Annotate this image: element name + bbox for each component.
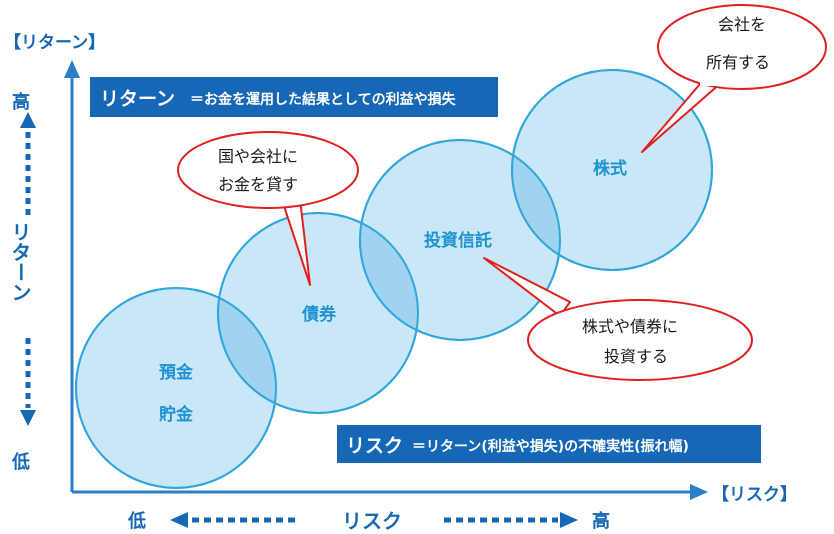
bubble-stocks-line1: 会社を (718, 15, 766, 34)
asset-stocks: 株式 (593, 158, 627, 179)
bubble-bonds-body (177, 131, 359, 209)
asset-bonds: 債券 (301, 304, 337, 325)
outline-stocks (511, 69, 713, 271)
high-label-vertical: 高 (12, 91, 30, 113)
risk-box-definition: ＝リターン(利益や損失)の不確実性(振れ幅) (412, 438, 689, 455)
asset-deposits-line1: 預金 (159, 362, 194, 383)
y-axis-arrowhead (64, 60, 80, 78)
low-label-vertical: 低 (11, 451, 30, 473)
high-label-horizontal: 高 (592, 510, 610, 532)
risk-box-bg (337, 425, 761, 463)
bubble-stocks-line2: 所有する (706, 53, 770, 72)
speech-bubbles: 国や会社に お金を貸す 株式や債券に 投資する 会社を 所有する (177, 4, 827, 381)
outline-deposits (75, 287, 277, 489)
return-definition-box: リターン ＝お金を運用した結果としての利益や損失 (90, 77, 498, 117)
asset-labels: 預金 貯金 債券 投資信託 株式 (159, 158, 627, 425)
asset-circles (75, 69, 713, 489)
bubble-funds: 株式や債券に 投資する (483, 257, 753, 381)
y-axis-title: 【リターン】 (4, 32, 105, 53)
bubble-funds-line1: 株式や債券に (582, 317, 678, 336)
bubble-funds-body (527, 299, 753, 381)
risk-word-horizontal: リスク (342, 509, 402, 533)
bubble-bonds-line2: お金を貸す (218, 175, 298, 194)
overlap-bonds-funds (360, 213, 418, 340)
outline-bonds (217, 212, 419, 414)
asset-funds: 投資信託 (424, 230, 492, 251)
up-arrowhead-icon (20, 112, 36, 128)
bubble-stocks-body (657, 4, 827, 90)
overlap-deposits-bonds (218, 288, 276, 413)
return-box-definition: ＝お金を運用した結果としての利益や損失 (190, 91, 457, 108)
asset-deposits-line2: 貯金 (159, 404, 194, 425)
axes (64, 60, 708, 500)
bubble-stocks: 会社を 所有する (641, 4, 827, 153)
down-arrowhead-icon (20, 410, 36, 426)
left-arrowhead-icon (170, 512, 188, 528)
x-axis-title: 【リスク】 (712, 484, 797, 505)
bubble-bonds: 国や会社に お金を貸す (177, 131, 359, 286)
bubble-bonds-line1: 国や会社に (218, 147, 298, 166)
low-label-horizontal: 低 (127, 510, 146, 532)
risk-box-term: リスク (346, 435, 403, 457)
horizontal-risk-scale: 低 リスク 高 (127, 509, 610, 533)
outline-funds (359, 139, 561, 341)
bubble-funds-line2: 投資する (604, 347, 668, 366)
x-axis-arrowhead (690, 484, 708, 500)
return-box-bg (90, 77, 498, 117)
right-arrowhead-icon (560, 512, 578, 528)
bubble-funds-tail (483, 257, 571, 317)
return-word-vertical: リターン (8, 222, 32, 302)
vertical-return-scale: 高 リターン 低 (8, 91, 36, 473)
return-box-term: リターン (100, 88, 175, 110)
risk-definition-box: リスク ＝リターン(利益や損失)の不確実性(振れ幅) (337, 425, 761, 463)
